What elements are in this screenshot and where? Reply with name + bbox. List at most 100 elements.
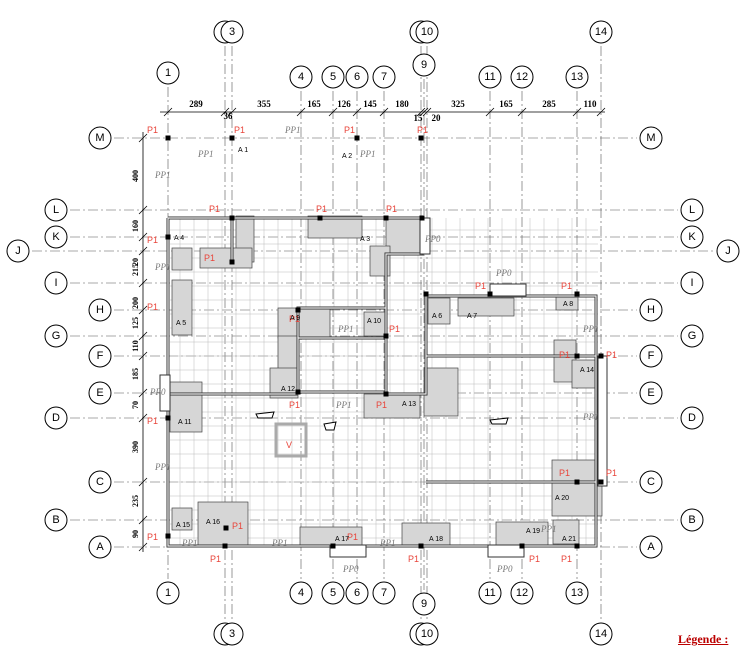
axis-bubble-row — [716, 239, 740, 263]
axis-bubble-label: 13 — [571, 587, 583, 599]
dimension-tick — [138, 232, 148, 242]
column-marker — [222, 543, 228, 549]
dimension-text: 110 — [583, 99, 597, 109]
axis-bubble-col — [589, 20, 613, 44]
column-label-p1: P1 — [559, 468, 570, 478]
beam-label: PP0 — [496, 564, 513, 574]
void-box — [274, 422, 308, 458]
axis-bubble-label: 1 — [165, 587, 171, 599]
column-label-p1: P1 — [289, 400, 300, 410]
column-marker — [419, 215, 425, 221]
beam-label: PP0 — [342, 564, 359, 574]
column-label-p1: P1 — [386, 204, 397, 214]
axis-bubble-label: F — [648, 350, 655, 362]
axis-bubbles: 11223344556677889910101111121213131414MM… — [6, 20, 740, 646]
axis-bubble-label: 4 — [298, 71, 304, 83]
column-marker — [330, 543, 336, 549]
void-label: V — [286, 440, 292, 450]
axis-bubble-label: A — [96, 541, 104, 553]
axis-bubble-label: 6 — [354, 587, 360, 599]
column-label-p1: P1 — [289, 314, 300, 324]
axis-bubble-col — [289, 65, 313, 89]
area-label: A 7 — [467, 313, 477, 320]
axis-bubble-col — [156, 61, 180, 85]
dimension-text: 289 — [189, 99, 203, 109]
axis-bubble-row — [680, 324, 704, 348]
beam-label: PP1 — [337, 324, 354, 334]
area-label: A 21 — [562, 536, 576, 543]
axis-bubble-col — [415, 20, 439, 44]
axis-bubble-label: 3 — [229, 26, 235, 38]
column-label-p1: P1 — [475, 281, 486, 291]
dimension-text: 125 — [131, 317, 140, 329]
axis-bubble-col — [565, 65, 589, 89]
dimension-tick — [138, 477, 148, 487]
beam-label: PP1 — [197, 149, 214, 159]
dimension-text: 215 — [131, 264, 140, 276]
axis-bubble-row — [44, 198, 68, 222]
axis-bubble-row — [88, 381, 112, 405]
axis-bubble-label: K — [52, 231, 60, 243]
column-label-p1: P1 — [606, 468, 617, 478]
dimension-tick — [138, 413, 148, 423]
area-label: A 10 — [367, 318, 381, 325]
axis-bubble-row — [680, 406, 704, 430]
column-label-p1: P1 — [606, 350, 617, 360]
axis-bubble-col — [372, 581, 396, 605]
dimension-tick — [416, 107, 426, 117]
beam-label: PP1 — [540, 524, 557, 534]
area-label: A 6 — [432, 313, 442, 320]
dimension-text: 400 — [131, 170, 140, 182]
dimension-tick — [227, 107, 237, 117]
axis-bubble-col — [415, 622, 439, 646]
axis-bubble-row — [680, 508, 704, 532]
axis-bubble-label: I — [690, 277, 693, 289]
axis-bubble-row — [44, 406, 68, 430]
column-marker — [295, 307, 301, 313]
hatched-block — [385, 217, 423, 255]
column-marker — [418, 543, 424, 549]
hatched-block — [427, 297, 451, 325]
dimension-text: 285 — [542, 99, 556, 109]
dimension-tick — [352, 107, 362, 117]
beam-label: PP1 — [271, 538, 288, 548]
axis-bubble-label: M — [95, 132, 104, 144]
dimension-tick — [572, 107, 582, 117]
axis-bubble-label: 14 — [595, 628, 607, 640]
column-label-p1: P1 — [316, 204, 327, 214]
axis-bubble-label: 10 — [421, 26, 433, 38]
axis-bubble-col — [372, 65, 396, 89]
beam-label: PP1 — [154, 462, 171, 472]
axis-bubble-label: C — [96, 476, 104, 488]
dimension-text: 70 — [131, 401, 140, 409]
opening-pp0-bottom — [329, 544, 367, 558]
column-label-p1: P1 — [376, 400, 387, 410]
axis-bubble-col — [412, 592, 436, 616]
dimension-tick — [596, 107, 606, 117]
axis-bubble-row — [639, 126, 663, 150]
dimension-text: 160 — [131, 220, 140, 232]
hatched-block — [423, 367, 459, 417]
legend-title: Légende : — [678, 632, 729, 646]
area-label: A 2 — [342, 153, 352, 160]
axis-bubble-row — [680, 225, 704, 249]
hatched-block — [197, 501, 249, 547]
dimension-text: 185 — [131, 368, 140, 380]
axis-bubble-row — [639, 535, 663, 559]
column-marker — [317, 215, 323, 221]
hatched-block — [277, 307, 331, 339]
axis-bubble-label: G — [52, 330, 61, 342]
dimension-tick — [163, 107, 173, 117]
hatched-block — [552, 519, 580, 545]
axis-bubble-label: 9 — [421, 59, 427, 71]
area-label: A 9 — [290, 315, 300, 322]
axis-bubble-col — [156, 581, 180, 605]
axis-bubble-row — [88, 535, 112, 559]
axis-bubble-label: 3 — [229, 628, 235, 640]
axis-bubble-label: 14 — [595, 26, 607, 38]
dimension-tick — [138, 351, 148, 361]
window-top — [419, 217, 431, 255]
column-marker — [165, 135, 171, 141]
dimension-text: 110 — [131, 340, 140, 352]
